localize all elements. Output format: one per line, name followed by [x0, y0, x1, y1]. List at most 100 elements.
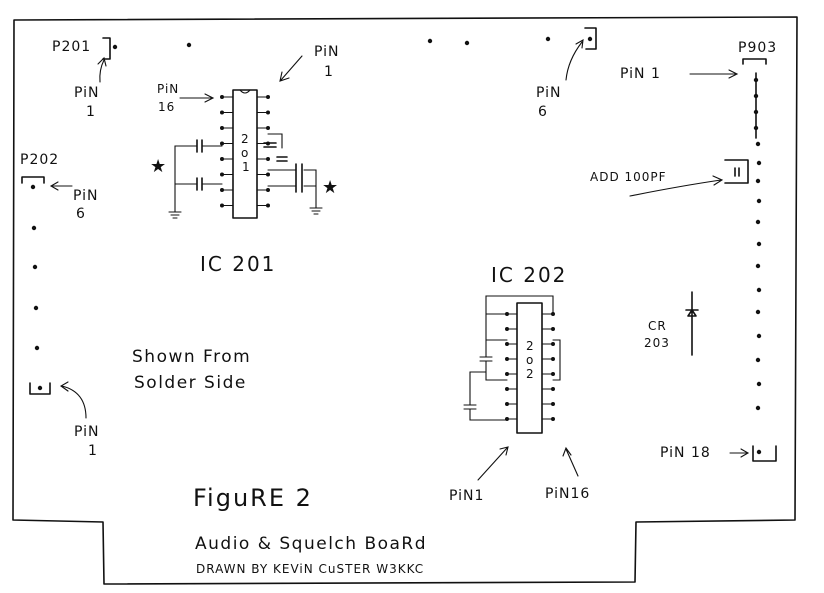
ic-pin-pad: [266, 126, 270, 130]
cr203-line1: CR: [648, 319, 667, 333]
p202-pin1-word: PiN: [74, 424, 100, 440]
ic201-ground: [309, 207, 323, 215]
p903-pad: [756, 160, 762, 166]
ic-pin-pad: [551, 387, 555, 391]
ic-pin-pad: [551, 342, 555, 346]
p903-pad: [753, 125, 759, 131]
pad-dot: [545, 36, 551, 42]
p903-pad: [755, 263, 761, 269]
ic201-star-left: ★: [150, 156, 166, 177]
top-pin6-bracket: [584, 27, 597, 50]
pad-dot: [33, 305, 39, 311]
add-cap-arrow: [629, 175, 724, 197]
ic201-chip: [232, 89, 258, 219]
ic-pin-pad: [220, 157, 224, 161]
ic-pin-pad: [551, 372, 555, 376]
pad-dot: [32, 264, 38, 270]
p903-pad: [756, 449, 762, 455]
ic201-pin1-word: PiN: [314, 44, 340, 60]
ic-pin-pad: [220, 95, 224, 99]
p903-pad: [756, 381, 762, 387]
p202-bracket: [21, 176, 45, 184]
ic201-pin1-arrow: [279, 55, 303, 82]
p202-pin1-num: 1: [88, 443, 98, 459]
p903-pins: [753, 77, 762, 455]
p903-pad: [756, 333, 762, 339]
ic-pin-pad: [220, 110, 224, 115]
pad-dot: [427, 38, 433, 44]
p202-pin1-arrow: [59, 381, 87, 419]
p201-bracket: [102, 37, 111, 60]
ic201-pin16-arrow: [179, 93, 215, 103]
p903-pin1-arrow: [689, 69, 739, 79]
shown-from-line2: Solder Side: [134, 373, 247, 393]
p903-pin1-label: PiN 1: [620, 66, 661, 82]
p903-pad: [753, 77, 759, 83]
ic-pin-pad: [220, 126, 224, 130]
p903-pad: [755, 309, 761, 315]
p201-label: P201: [52, 39, 91, 55]
ic201-pin1-num: 1: [324, 64, 334, 80]
add-cap-note: ADD 100PF: [590, 170, 667, 184]
p202-pin1-bracket: [29, 382, 51, 395]
board-outline: [12, 16, 798, 585]
p202-label: P202: [20, 152, 59, 168]
ic202-pin16-arrow: [562, 446, 579, 477]
p903-pin18-label: PiN 18: [660, 445, 711, 461]
p201-pin: [112, 44, 118, 50]
p202-pin6-num: 6: [76, 206, 86, 222]
ic201-pins: [220, 95, 270, 208]
pad-dot: [464, 40, 470, 46]
ic201-cap: [295, 163, 303, 193]
top-pin6-arrow: [565, 38, 584, 81]
figure-title: FiguRE 2: [193, 484, 313, 512]
ic-pin-pad: [266, 110, 270, 115]
p903-pad: [756, 287, 762, 293]
pad-dot: [186, 42, 192, 48]
ic202-chip-digit: 2: [526, 367, 535, 381]
ic201-pin16-num: 16: [158, 100, 175, 114]
p903-label: P903: [738, 40, 777, 56]
top-pin6-word: PiN: [536, 85, 562, 101]
p903-pin18-arrow: [729, 448, 750, 458]
pad-dot: [31, 225, 37, 231]
p903-pin18-bracket: [752, 445, 777, 462]
ic-pin-pad: [505, 387, 509, 391]
p201-pin1-arrow: [97, 56, 107, 83]
p903-pad: [756, 198, 762, 204]
ic-pin-pad: [505, 357, 509, 361]
pad-dot: [34, 345, 40, 351]
ic201-pin16-word: PiN: [157, 82, 179, 96]
ic201-ground: [168, 211, 182, 219]
p903-bracket: [742, 58, 767, 65]
shown-from-line1: Shown From: [132, 347, 251, 367]
p903-pad: [756, 241, 762, 247]
board-title: Audio & Squelch BoaRd: [195, 534, 427, 554]
ic201-chip-digit: o: [241, 146, 249, 160]
top-pin6-pin: [587, 36, 593, 42]
ic-pin-pad: [551, 417, 555, 421]
p201-pin1-word: PiN: [74, 85, 100, 101]
ic201-label: IC 201: [200, 252, 276, 276]
ic201-star-right: ★: [322, 177, 338, 198]
p202-pin1-pin: [37, 385, 43, 391]
ic-pin-pad: [505, 342, 509, 346]
top-pin6-num: 6: [538, 104, 548, 120]
ic-pin-pad: [220, 188, 224, 192]
ic202-chip: [516, 302, 543, 434]
p903-added-cap: [724, 159, 749, 184]
p903-pad: [755, 178, 761, 184]
ic-pin-pad: [505, 327, 509, 331]
ic201-small-cap: [276, 156, 288, 162]
ic-pin-pad: [551, 402, 555, 406]
p201-pin1-num: 1: [86, 104, 96, 120]
p903-pad: [755, 141, 761, 147]
ic202-pin1-arrow: [477, 446, 509, 481]
ic201-notch: [239, 89, 251, 94]
ic201-small-cap: [263, 142, 277, 148]
ic201-left-wiring: [174, 145, 223, 213]
p903-pad: [753, 93, 759, 99]
ic201-chip-digit: 1: [242, 160, 251, 174]
ic-pin-pad: [266, 95, 270, 99]
